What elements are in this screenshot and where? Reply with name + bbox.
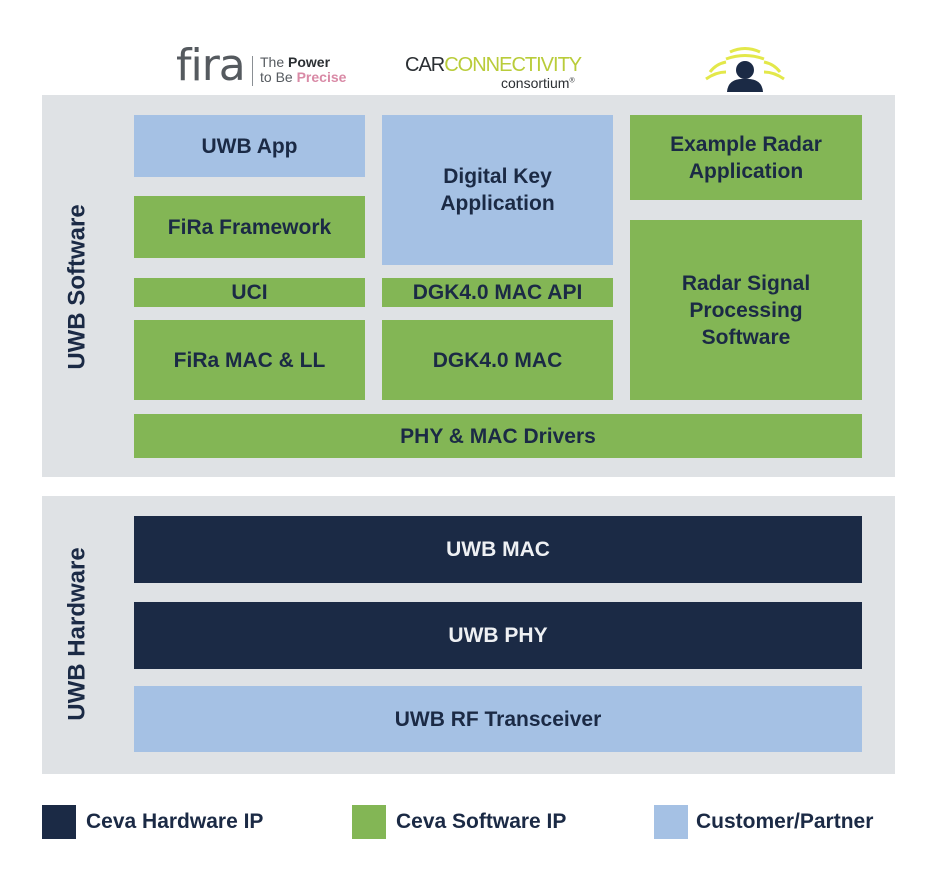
ccc-registered: ® <box>569 77 575 85</box>
uwb-phy-block: UWB PHY <box>134 602 862 669</box>
fira-tagline-1: The <box>260 54 289 70</box>
uwb-mac-block: UWB MAC <box>134 516 862 583</box>
legend-label-customer: Customer/Partner <box>696 810 874 833</box>
fira-tagline-2: to Be <box>260 69 297 85</box>
software-section-label: UWB Software <box>64 203 91 370</box>
example-radar-application-block: Example Radar Application <box>630 115 862 200</box>
fira-divider <box>252 56 253 86</box>
digital-key-application-block: Digital Key Application <box>382 115 613 265</box>
ccc-logo: CARCONNECTIVITY consortium® <box>405 54 605 94</box>
fira-mac-ll-block: FiRa MAC & LL <box>134 320 365 400</box>
radar-signal-processing-block: Radar Signal Processing Software <box>630 220 862 400</box>
legend-swatch-hardware <box>42 805 76 839</box>
person-radar-icon <box>700 46 790 92</box>
legend-label-software: Ceva Software IP <box>396 810 567 833</box>
legend: Ceva Hardware IP Ceva Software IP Custom… <box>42 805 902 839</box>
legend-swatch-software <box>352 805 386 839</box>
fira-logo: fira The Power to Be Precise <box>176 40 366 92</box>
uwb-rf-transceiver-block: UWB RF Transceiver <box>134 686 862 752</box>
fira-wordmark: fira <box>176 40 246 91</box>
ccc-consortium: consortium <box>501 75 570 91</box>
legend-swatch-customer <box>654 805 688 839</box>
fira-framework-block: FiRa Framework <box>134 196 365 258</box>
uwb-app-block: UWB App <box>134 115 365 177</box>
phy-mac-drivers-block: PHY & MAC Drivers <box>134 414 862 458</box>
ccc-car: CAR <box>405 54 445 76</box>
dgk-mac-api-block: DGK4.0 MAC API <box>382 278 613 307</box>
fira-tagline-power: Power <box>288 54 331 70</box>
legend-label-hardware: Ceva Hardware IP <box>86 810 264 833</box>
uci-block: UCI <box>134 278 365 307</box>
fira-tagline-precise: Precise <box>296 69 347 85</box>
hardware-section-label: UWB Hardware <box>64 547 91 721</box>
dgk-mac-block: DGK4.0 MAC <box>382 320 613 400</box>
ccc-connectivity: CONNECTIVITY <box>444 54 582 76</box>
